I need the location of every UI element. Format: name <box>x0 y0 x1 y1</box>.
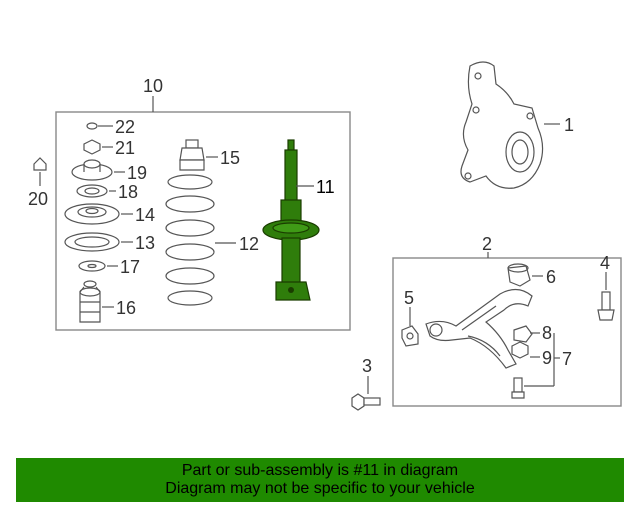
part-18-bearing[interactable] <box>76 184 116 198</box>
part-6-bushing[interactable] <box>507 263 543 287</box>
callout-6: 6 <box>546 267 556 287</box>
callout-17: 17 <box>120 257 140 277</box>
part-9-nut[interactable] <box>511 341 540 359</box>
part-4-bolt[interactable] <box>597 272 615 321</box>
part-11-strut[interactable] <box>262 139 320 301</box>
part-13-insulator[interactable] <box>64 232 133 252</box>
callout-11: 11 <box>316 177 335 197</box>
callout-12: 12 <box>239 234 259 254</box>
callout-18: 18 <box>118 182 138 202</box>
part-14-spring-seat[interactable] <box>64 203 133 225</box>
strut-assembly-frame <box>55 111 351 331</box>
callout-8: 8 <box>542 323 552 343</box>
part-22-washer[interactable] <box>86 122 113 130</box>
part-19-upper-mount[interactable] <box>71 159 125 181</box>
callout-5: 5 <box>404 288 414 308</box>
part-17-washer[interactable] <box>78 260 118 272</box>
lower-arm-frame <box>392 257 622 407</box>
callout-19: 19 <box>127 163 147 183</box>
part-7-bolt[interactable] <box>511 333 560 399</box>
callout-1: 1 <box>564 115 574 135</box>
banner-line-disclaimer: Diagram may not be specific to your vehi… <box>165 480 475 497</box>
lower-control-arm[interactable] <box>425 288 533 369</box>
callout-13: 13 <box>135 233 155 253</box>
callout-3: 3 <box>362 356 372 376</box>
callout-4: 4 <box>600 253 610 273</box>
part-21-nut[interactable] <box>83 139 113 155</box>
callout-15: 15 <box>220 148 240 168</box>
callout-10: 10 <box>143 76 163 96</box>
callout-16: 16 <box>116 298 136 318</box>
part-1-knuckle[interactable] <box>460 61 560 189</box>
part-12-coil-spring[interactable] <box>165 174 236 306</box>
callout-9: 9 <box>542 348 552 368</box>
part-20-cap[interactable] <box>33 157 47 186</box>
banner-line-part: Part or sub-assembly is #11 in diagram <box>181 462 459 479</box>
callout-22: 22 <box>115 117 135 137</box>
part-8-ball-joint[interactable] <box>513 325 540 343</box>
callout-21: 21 <box>115 138 135 158</box>
part-5-bushing[interactable] <box>401 307 419 347</box>
callout-20: 20 <box>28 189 48 209</box>
part-info-banner: Part or sub-assembly is #11 in diagram D… <box>16 458 624 502</box>
callout-7: 7 <box>562 349 572 369</box>
callout-2: 2 <box>482 234 492 254</box>
part-15-bump-stopper[interactable] <box>179 139 218 171</box>
callout-14: 14 <box>135 205 155 225</box>
part-3-bolt[interactable] <box>351 376 381 411</box>
part-16-dust-boot[interactable] <box>79 280 114 323</box>
